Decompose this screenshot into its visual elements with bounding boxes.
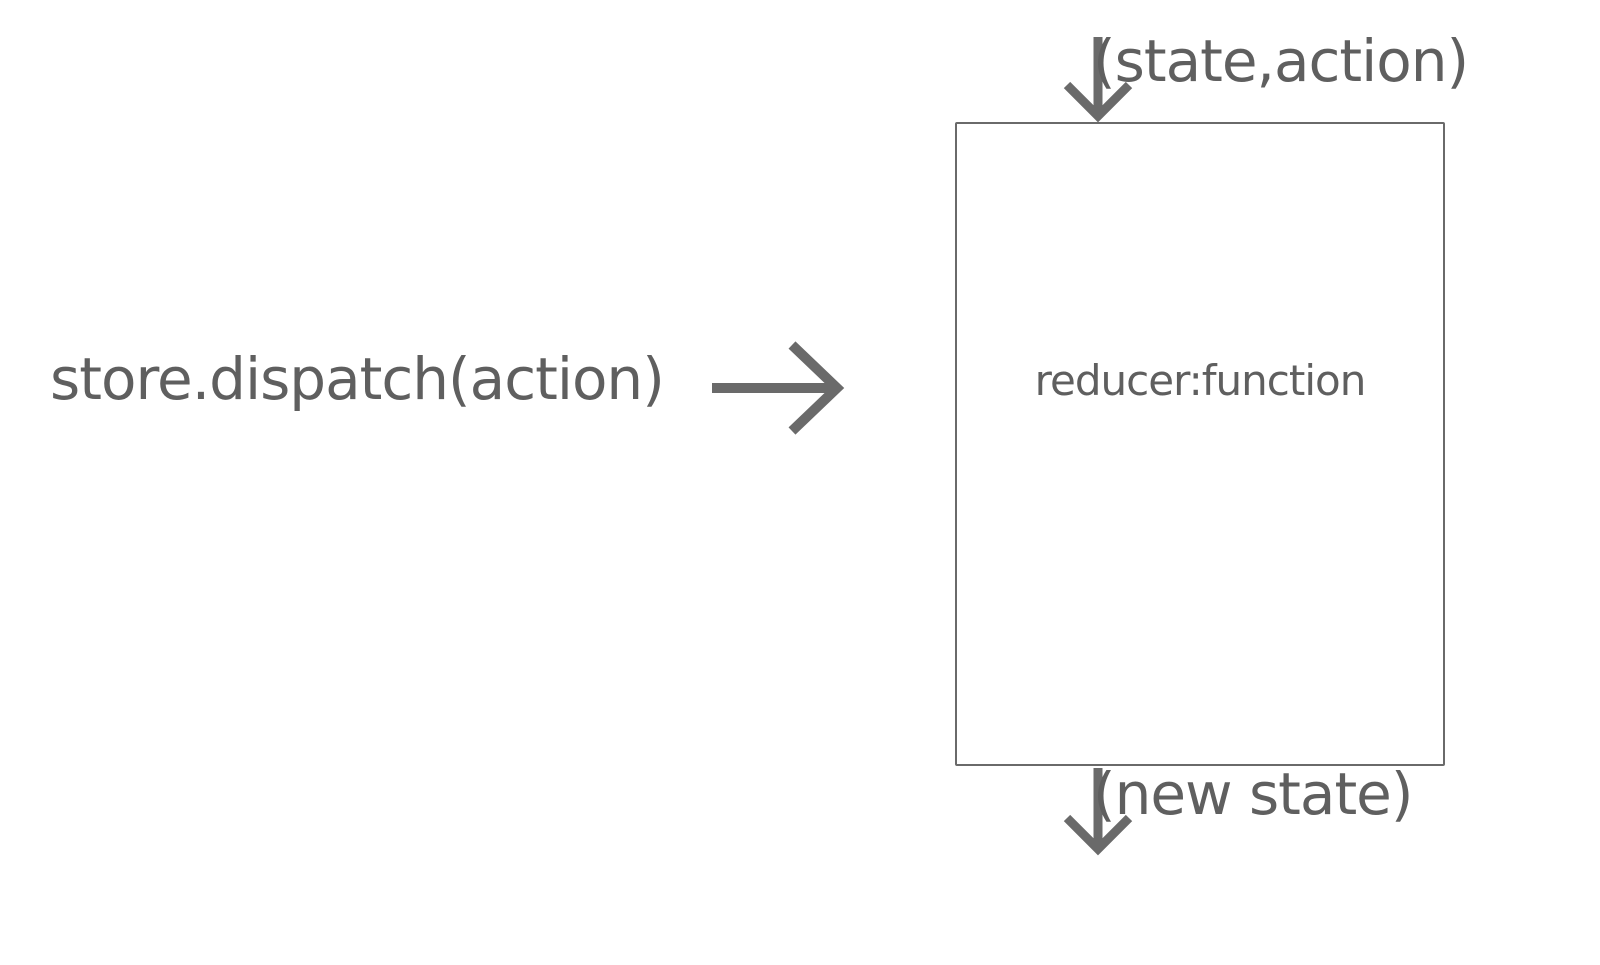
reducer-label: reducer:function (1034, 356, 1367, 405)
reducer-box: reducer:function (955, 122, 1445, 766)
right-arrow-icon (712, 341, 845, 435)
output-label: (new state) (1093, 760, 1413, 828)
down-arrow-input-icon (1063, 37, 1133, 123)
down-arrow-output-icon (1063, 768, 1133, 856)
dispatch-label: store.dispatch(action) (50, 345, 665, 413)
input-label: (state,action) (1093, 27, 1469, 95)
